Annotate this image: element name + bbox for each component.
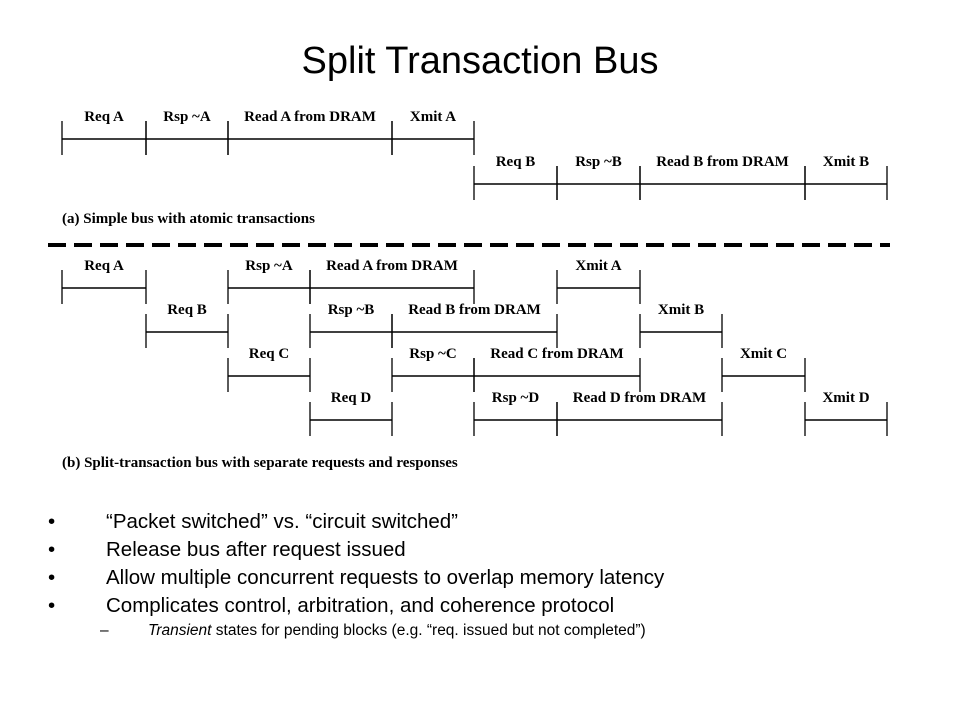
sub-bullet-item: – Transient states for pending blocks (e.…	[48, 620, 928, 644]
timeline-a-row-2-segment-label: Read B from DRAM	[656, 154, 789, 170]
timeline-b-row-1-segment-label: Xmit A	[575, 258, 621, 274]
bullet-marker: •	[48, 538, 56, 561]
timeline-b-row-4-segment-label: Xmit D	[822, 390, 869, 406]
timeline-b-row-2-segment-label: Xmit B	[658, 302, 704, 318]
timeline-a-row-1-segment-label: Read A from DRAM	[244, 109, 376, 125]
bullet-item: • Complicates control, arbitration, and c…	[48, 592, 928, 620]
bullet-item: • “Packet switched” vs. “circuit switched…	[48, 508, 928, 536]
timeline-a-row-2-segment-label: Rsp ~B	[575, 154, 622, 170]
bullet-text: Allow multiple concurrent requests to ov…	[106, 566, 665, 589]
timeline-a-row-2-segment-label: Xmit B	[823, 154, 869, 170]
bullet-marker: •	[48, 566, 56, 589]
bullet-marker: •	[48, 510, 56, 533]
slide-title: Split Transaction Bus	[301, 40, 659, 82]
timeline-a-row-1-segment-label: Xmit A	[410, 109, 456, 125]
bullet-text: Release bus after request issued	[106, 538, 406, 561]
timeline-b-row-2-segment-label: Read B from DRAM	[408, 302, 541, 318]
timeline-b-row-1-segment-label: Rsp ~A	[245, 258, 293, 274]
timeline-b-row-2-segment-label: Req B	[167, 302, 207, 318]
bullet-text: “Packet switched” vs. “circuit switched”	[106, 510, 459, 533]
timeline-b-row-1-segment-label: Req A	[84, 258, 124, 274]
timeline-b-row-3-segment-label: Read C from DRAM	[490, 346, 623, 362]
bullet-item: • Allow multiple concurrent requests to o…	[48, 564, 928, 592]
timeline-b-row-1-segment-label: Read A from DRAM	[326, 258, 458, 274]
sub-bullet-marker: –	[100, 622, 109, 639]
timeline-a-row-1-segment-label: Req A	[84, 109, 124, 125]
timeline-a-row-1-segment-label: Rsp ~A	[163, 109, 211, 125]
bullet-list: • “Packet switched” vs. “circuit switched…	[48, 508, 928, 644]
bullet-text: Complicates control, arbitration, and co…	[106, 594, 615, 617]
timeline-a-row-2-segment-label: Req B	[496, 154, 536, 170]
timeline-b-caption: (b) Split-transaction bus with separate …	[62, 455, 458, 471]
bullet-marker: •	[48, 594, 56, 617]
timeline-b-row-3-segment-label: Xmit C	[740, 346, 787, 362]
sub-bullet-emphasis: Transient	[148, 622, 212, 639]
timeline-b-row-3-segment-label: Rsp ~C	[409, 346, 456, 362]
timeline-b-row-2-segment-label: Rsp ~B	[328, 302, 375, 318]
bus-timing-diagram: Req A Rsp ~A Read A from DRAM Xmit A Req B Rs…	[48, 109, 890, 471]
timeline-b-row-3-segment-label: Req C	[249, 346, 289, 362]
sub-bullet-text: Transient states for pending blocks (e.g…	[148, 620, 646, 642]
bullet-item: • Release bus after request issued	[48, 536, 928, 564]
sub-bullet-rest: states for pending blocks (e.g. “req. is…	[211, 622, 646, 639]
timeline-b-row-4-segment-label: Req D	[331, 390, 372, 406]
timeline-b-row-4-segment-label: Read D from DRAM	[573, 390, 706, 406]
timeline-b-row-4-segment-label: Rsp ~D	[492, 390, 540, 406]
timeline-a-caption: (a) Simple bus with atomic transactions	[62, 211, 315, 227]
